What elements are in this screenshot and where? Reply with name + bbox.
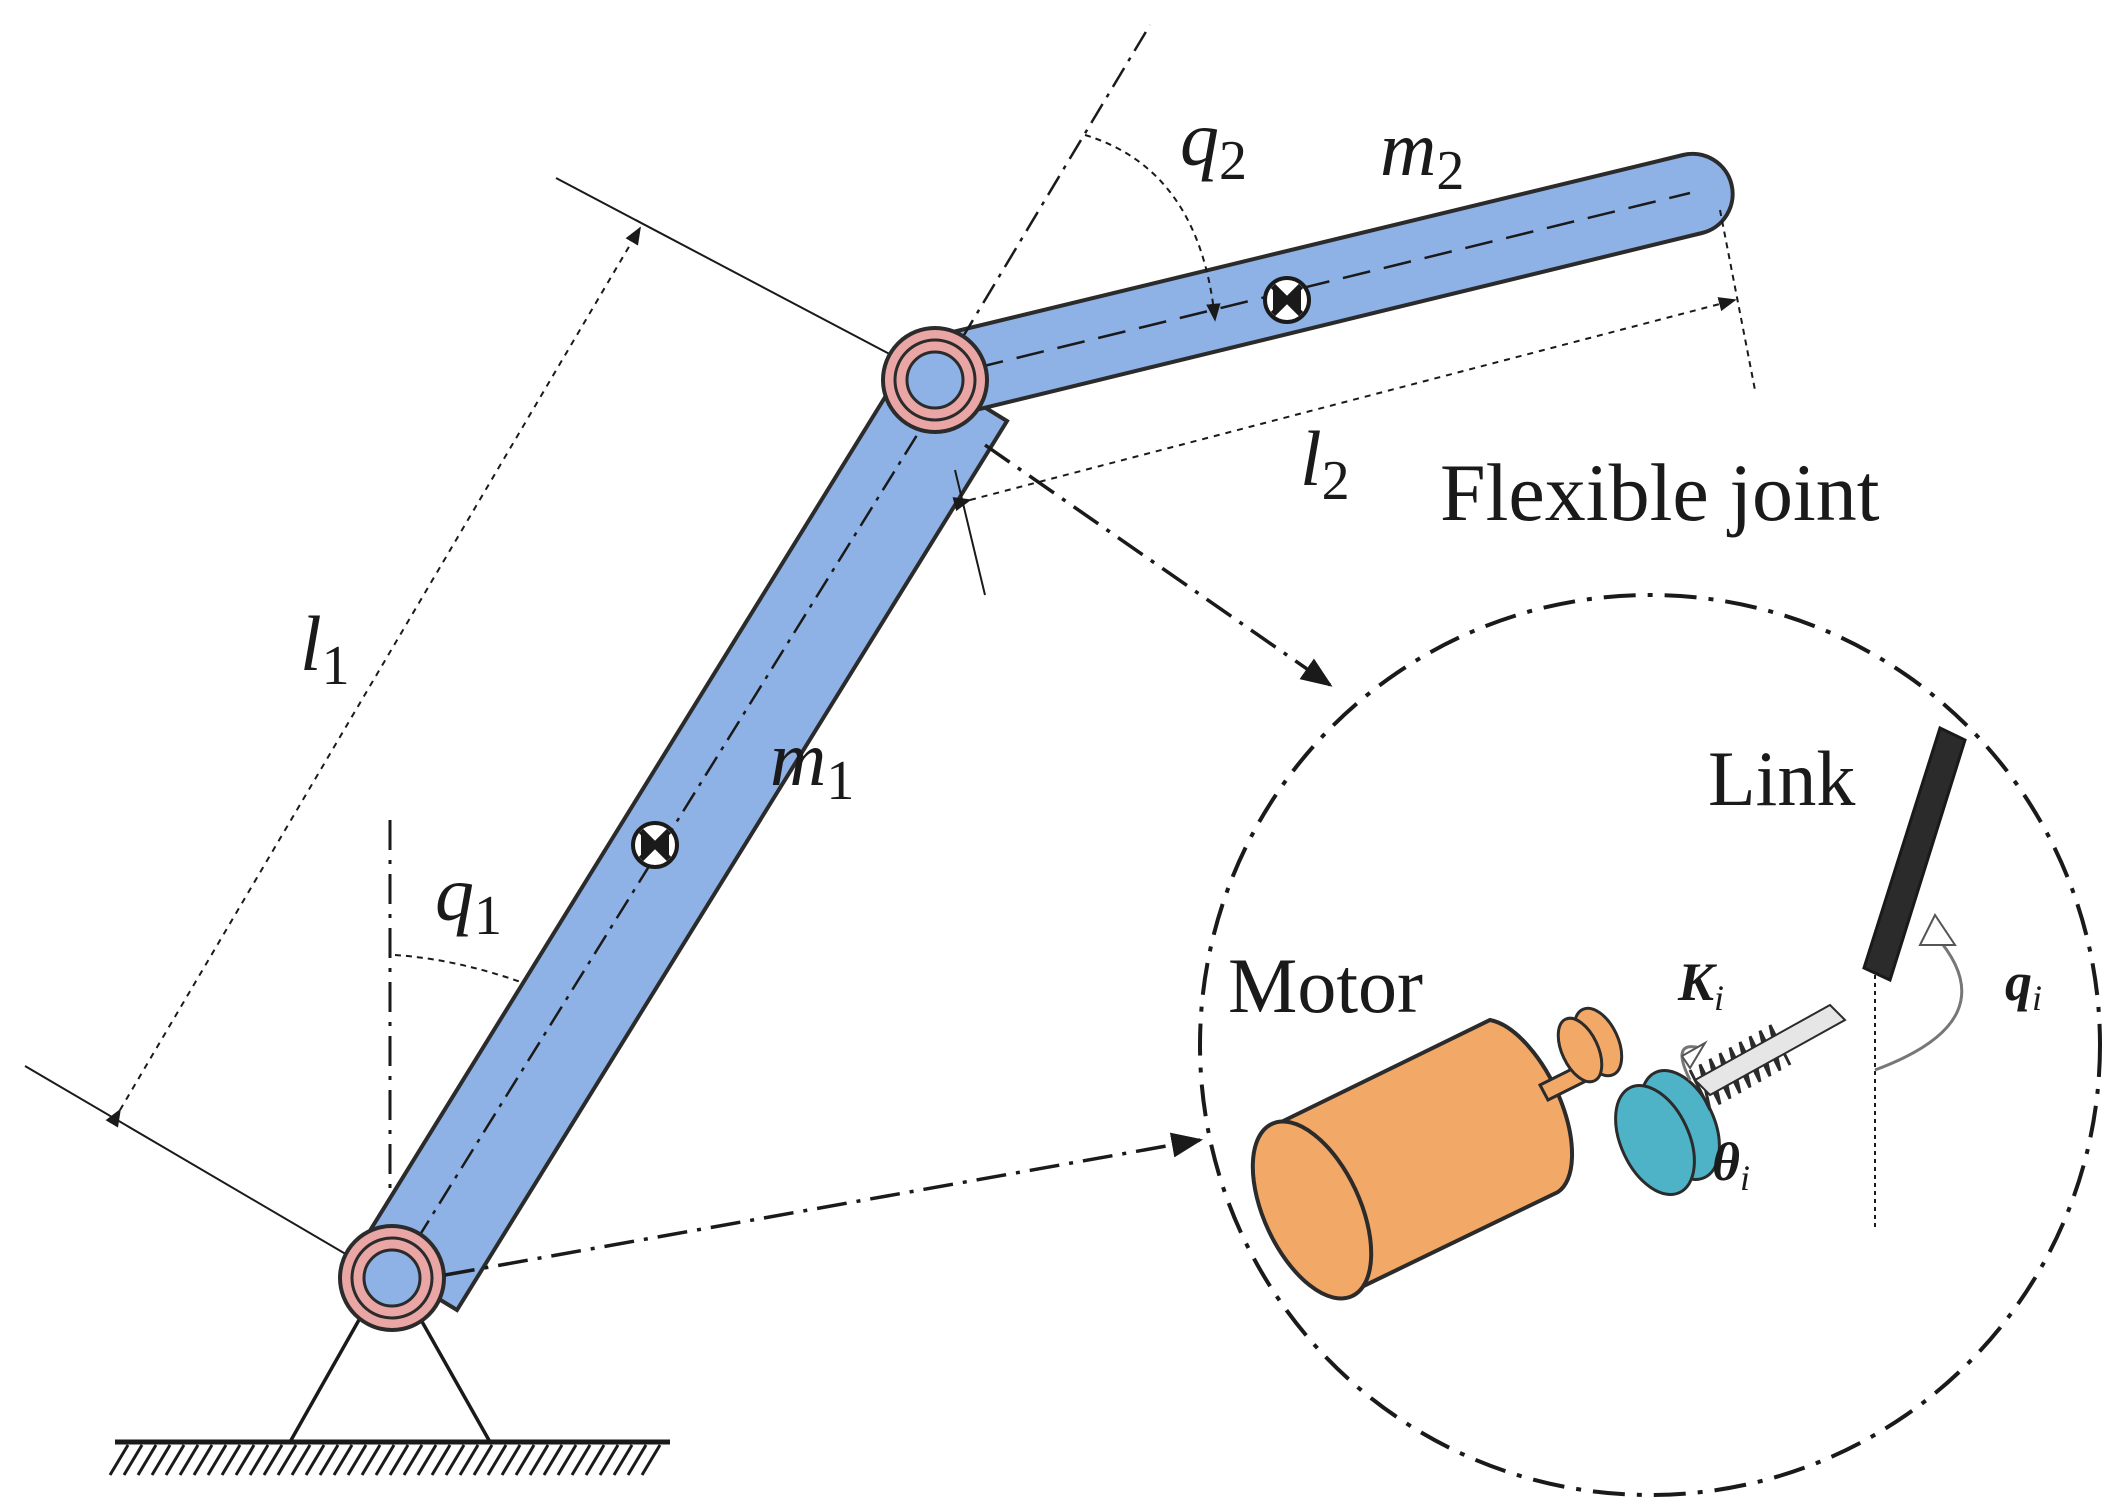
label-m2: m2 [1380, 105, 1464, 202]
label-l2: l2 [1300, 415, 1350, 512]
ground-base [108, 1261, 670, 1476]
dimension-lines-l2 [952, 209, 1756, 596]
dimension-lines-l1 [24, 177, 936, 1281]
link-1 [355, 357, 1010, 1313]
center-of-mass-m1 [631, 821, 679, 869]
link-bar [1862, 725, 1967, 983]
label-l1: l1 [300, 600, 350, 697]
label-q2: q2 [1180, 95, 1247, 192]
spring [1688, 1003, 1847, 1111]
label-theta: θi [1712, 1132, 1750, 1198]
label-link: Link [1708, 735, 1855, 822]
theta-arrow [1680, 1040, 1708, 1081]
label-motor: Motor [1228, 942, 1423, 1029]
label-q1: q1 [435, 850, 502, 947]
label-qi: qi [2005, 952, 2042, 1018]
center-of-mass-m2 [1263, 276, 1311, 324]
small-gear [1556, 1006, 1624, 1084]
label-stiffness-k: Ki [1677, 952, 1724, 1018]
motor [1250, 1017, 1575, 1301]
q2-angle-indicator [938, 24, 1221, 376]
joint-2 [881, 326, 989, 434]
large-gear [1614, 1069, 1721, 1196]
flexible-joint-detail-circle [1198, 593, 2102, 1497]
joint-1 [338, 1224, 446, 1332]
qi-angle-indicator [1874, 913, 1964, 1230]
label-m1: m1 [770, 715, 854, 812]
detail-pointers [444, 443, 1333, 1277]
label-flexible-joint: Flexible joint [1440, 447, 1880, 538]
